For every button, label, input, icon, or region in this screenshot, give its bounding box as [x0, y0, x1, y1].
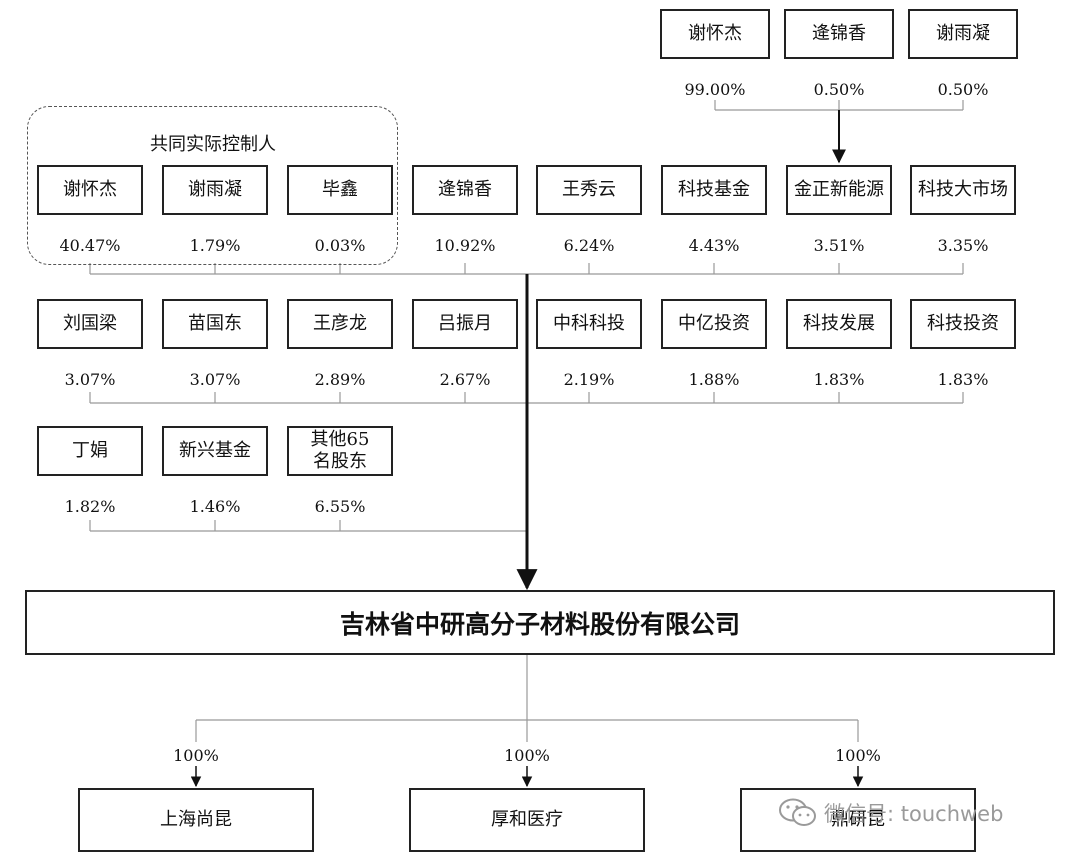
top-owner-name: 逄锦香 [812, 23, 866, 44]
shareholder-pct: 3.51% [813, 236, 865, 255]
shareholder-name: 金正新能源 [794, 179, 884, 200]
shareholder-name: 毕鑫 [322, 179, 358, 200]
shareholder-name: 吕振月 [438, 313, 492, 334]
shareholder-pct: 1.88% [688, 370, 740, 389]
top-owner-pct: 99.00% [684, 80, 746, 99]
shareholder-box: 吕振月 [412, 299, 518, 349]
company-name: 吉林省中研高分子材料股份有限公司 [339, 609, 740, 639]
shareholder-pct: 1.82% [64, 497, 116, 516]
shareholder-pct: 3.35% [937, 236, 989, 255]
shareholder-box: 丁娟 [37, 426, 143, 476]
shareholder-box: 科技投资 [910, 299, 1016, 349]
subsidiary-name: 厚和医疗 [491, 809, 563, 830]
shareholder-box: 毕鑫 [287, 165, 393, 215]
shareholder-name: 丁娟 [72, 440, 108, 461]
joint-controller-group [27, 106, 398, 265]
top-owner-box: 谢怀杰 [660, 9, 770, 59]
top-owner-pct: 0.50% [937, 80, 989, 99]
subsidiary-pct: 100% [835, 746, 881, 765]
shareholder-box: 科技大市场 [910, 165, 1016, 215]
shareholder-pct: 3.07% [64, 370, 116, 389]
subsidiary-name: 鼎研昆 [831, 809, 885, 830]
shareholder-name: 逄锦香 [438, 179, 492, 200]
shareholder-box: 王秀云 [536, 165, 642, 215]
shareholder-name: 科技大市场 [918, 179, 1008, 200]
shareholder-name: 王彦龙 [313, 313, 367, 334]
shareholder-pct: 1.83% [937, 370, 989, 389]
top-owner-box: 谢雨凝 [908, 9, 1018, 59]
shareholder-name: 谢雨凝 [188, 179, 242, 200]
watermark: 微信号: touchweb [778, 797, 1003, 829]
shareholder-box: 金正新能源 [786, 165, 892, 215]
shareholder-pct: 40.47% [59, 236, 121, 255]
shareholder-pct: 0.03% [314, 236, 366, 255]
top-owner-connectors [714, 100, 964, 111]
shareholder-name: 科技投资 [927, 313, 999, 334]
shareholder-box: 王彦龙 [287, 299, 393, 349]
top-owner-pct: 0.50% [813, 80, 865, 99]
shareholder-pct: 3.07% [189, 370, 241, 389]
shareholder-box: 科技基金 [661, 165, 767, 215]
shareholder-pct: 6.24% [563, 236, 615, 255]
shareholder-name: 科技基金 [678, 179, 750, 200]
shareholder-pct: 1.46% [189, 497, 241, 516]
shareholder-box: 逄锦香 [412, 165, 518, 215]
shareholder-name: 刘国梁 [63, 313, 117, 334]
shareholder-box: 刘国梁 [37, 299, 143, 349]
shareholder-pct: 6.55% [314, 497, 366, 516]
subsidiary-connectors [195, 655, 859, 742]
top-owner-box: 逄锦香 [784, 9, 894, 59]
shareholder-box: 其他65名股东 [287, 426, 393, 476]
shareholder-pct: 2.89% [314, 370, 366, 389]
shareholder-name: 王秀云 [562, 179, 616, 200]
subsidiary-box: 厚和医疗 [409, 788, 645, 852]
company-box: 吉林省中研高分子材料股份有限公司 [25, 590, 1055, 655]
subsidiary-box: 上海尚昆 [78, 788, 314, 852]
top-owner-name: 谢怀杰 [688, 23, 742, 44]
subsidiary-pct: 100% [173, 746, 219, 765]
shareholder-box: 科技发展 [786, 299, 892, 349]
shareholder-pct: 1.79% [189, 236, 241, 255]
shareholder-name: 科技发展 [803, 313, 875, 334]
watermark-text: 微信号: touchweb [824, 802, 1004, 826]
shareholder-name: 中亿投资 [678, 313, 750, 334]
shareholder-pct: 4.43% [688, 236, 740, 255]
shareholder-box: 中科科投 [536, 299, 642, 349]
wechat-icon [779, 798, 816, 826]
shareholder-box: 中亿投资 [661, 299, 767, 349]
shareholder-pct: 2.19% [563, 370, 615, 389]
subsidiary-name: 上海尚昆 [160, 809, 232, 830]
shareholder-name: 其他65名股东 [310, 429, 370, 472]
shareholder-box: 苗国东 [162, 299, 268, 349]
shareholder-name: 谢怀杰 [63, 179, 117, 200]
group-label: 共同实际控制人 [150, 134, 276, 155]
shareholder-name: 中科科投 [553, 313, 625, 334]
shareholder-name: 新兴基金 [179, 440, 251, 461]
top-owner-name: 谢雨凝 [936, 23, 990, 44]
shareholder-pct: 2.67% [439, 370, 491, 389]
subsidiary-pct: 100% [504, 746, 550, 765]
shareholder-box: 谢怀杰 [37, 165, 143, 215]
shareholder-box: 新兴基金 [162, 426, 268, 476]
subsidiary-arrows [190, 766, 864, 788]
shareholder-pct: 1.83% [813, 370, 865, 389]
shareholder-pct: 10.92% [434, 236, 496, 255]
shareholder-box: 谢雨凝 [162, 165, 268, 215]
subsidiary-box: 鼎研昆 [740, 788, 976, 852]
shareholder-name: 苗国东 [188, 313, 242, 334]
